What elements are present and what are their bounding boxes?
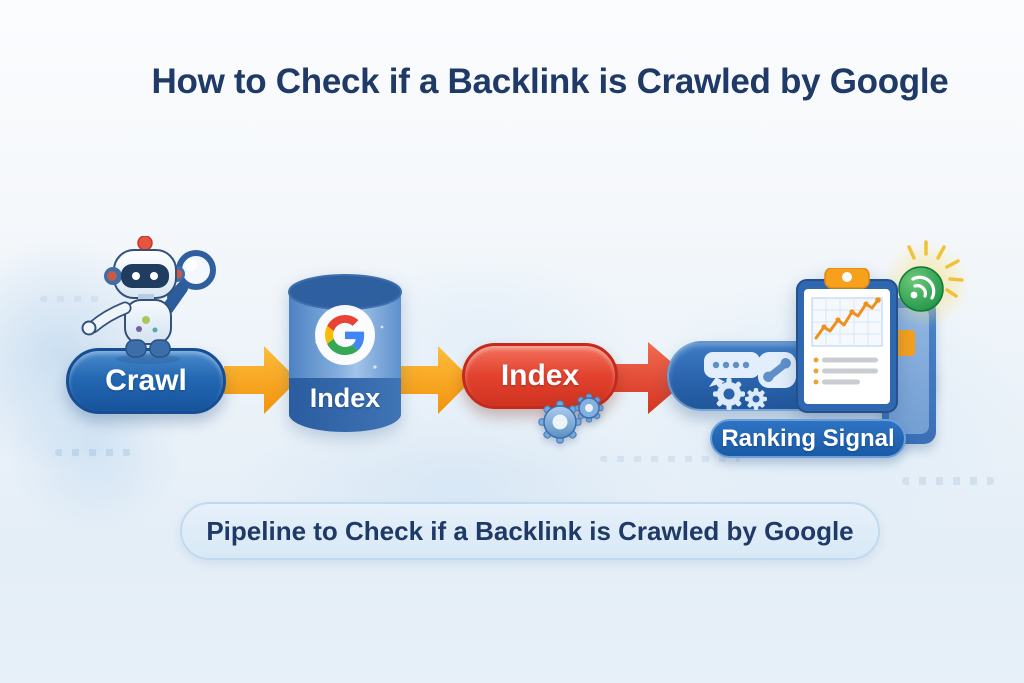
gear-small-icon: [745, 388, 767, 410]
magnifier-lens: [176, 250, 216, 290]
decorative-dots: [40, 296, 100, 302]
trend-chart-icon: [811, 297, 883, 347]
phone-icon: [758, 352, 796, 388]
ranking-signal-pill: Ranking Signal: [710, 419, 906, 458]
ranking-report-clipboard-icon: [796, 268, 898, 413]
crawler-robot-icon: [81, 236, 216, 364]
page-title: How to Check if a Backlink is Crawled by…: [151, 62, 949, 101]
arrow-crawl-to-index-icon: [224, 346, 298, 414]
antenna-bulb: [137, 236, 153, 251]
signal-badge-icon: [898, 266, 944, 312]
index-step-label: Index: [500, 359, 580, 392]
gear-icon: [713, 378, 745, 410]
processing-gears-icon: [538, 393, 604, 444]
chat-bubble-icon: [704, 352, 760, 387]
caption-banner: Pipeline to Check if a Backlink is Crawl…: [180, 502, 880, 560]
decorative-dots: [902, 477, 994, 485]
caption-text: Pipeline to Check if a Backlink is Crawl…: [206, 515, 854, 546]
decorative-dots: [600, 456, 740, 462]
crawl-step-label: Crawl: [105, 364, 187, 397]
ranking-signal-label: Ranking Signal: [721, 424, 895, 452]
database-index-label: Index: [309, 382, 381, 413]
robot-visor: [121, 264, 169, 288]
decorative-dots: [55, 449, 131, 456]
